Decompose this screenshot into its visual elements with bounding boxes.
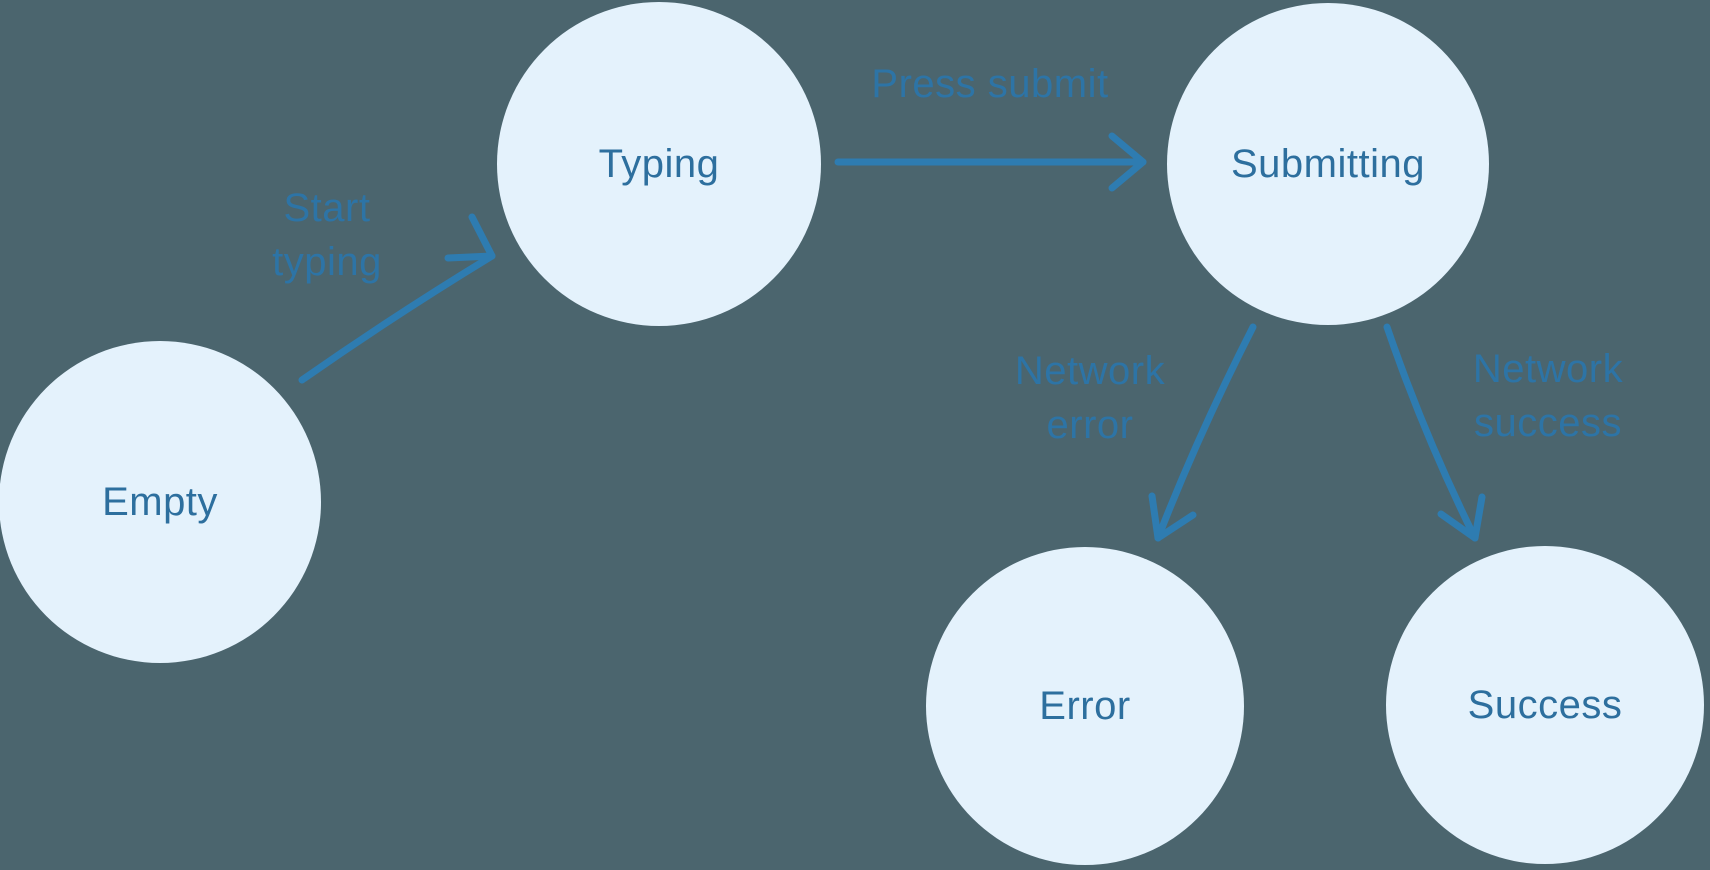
arrow-press-submit[interactable]: [834, 132, 1147, 192]
state-node-empty[interactable]: Empty: [0, 341, 321, 663]
arrow-press-submit-head: [1108, 132, 1147, 192]
arrow-network-success-line: [1383, 323, 1479, 542]
arrow-network-success[interactable]: [1383, 323, 1486, 542]
state-node-error[interactable]: Error: [926, 547, 1244, 865]
state-label-success: Success: [1467, 682, 1623, 727]
state-label-typing: Typing: [598, 141, 720, 186]
arrow-network-success-head: [1437, 493, 1486, 542]
state-node-typing[interactable]: Typing: [497, 2, 821, 326]
state-label-empty: Empty: [102, 479, 218, 524]
transition-label-network-success: Network success: [1472, 347, 1624, 445]
arrow-network-error-line: [1154, 323, 1257, 542]
state-node-submitting[interactable]: Submitting: [1167, 3, 1489, 325]
arrow-start-typing-head: [444, 213, 496, 262]
transition-label-start-typing: Start typing: [272, 186, 382, 284]
arrow-network-error-head: [1148, 492, 1197, 542]
state-node-success[interactable]: Success: [1386, 546, 1704, 864]
arrow-network-error[interactable]: [1148, 323, 1257, 542]
transition-label-network-error: Network error: [1014, 349, 1166, 447]
state-label-error: Error: [1039, 683, 1131, 728]
state-label-submitting: Submitting: [1231, 141, 1425, 186]
transition-label-press-submit: Press submit: [871, 62, 1109, 106]
